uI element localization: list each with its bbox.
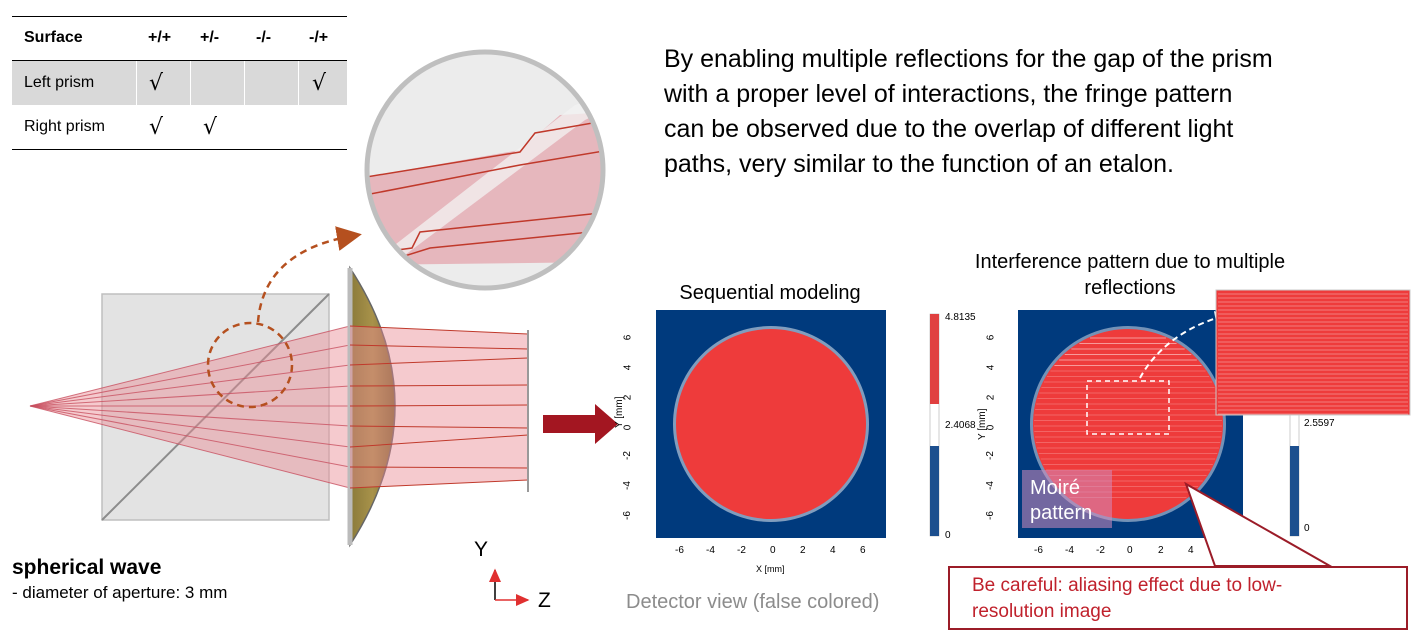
check-mark: √ (149, 70, 164, 96)
x-tick: -6 (1034, 545, 1043, 556)
zoom-magnifier (367, 52, 603, 288)
x-tick: 2 (1158, 545, 1164, 556)
y-tick: -4 (621, 481, 633, 490)
x-tick: 6 (860, 545, 866, 556)
callout-line: resolution image (972, 601, 1112, 622)
callout-line: Be careful: aliasing effect due to low- (972, 575, 1283, 596)
colorbar-mid: 2.5597 (1304, 418, 1335, 429)
x-tick: -2 (737, 545, 746, 556)
detector-caption: Detector view (false colored) (626, 591, 880, 613)
y-tick: -6 (984, 511, 996, 520)
sequential-y-label: Y [mm] (614, 396, 625, 428)
interference-title: Interference pattern due to multiple ref… (940, 249, 1320, 301)
interference-title-line: reflections (1084, 277, 1176, 299)
check-mark: √ (312, 70, 327, 96)
table-row-right-prism: Right prism √ √ (12, 105, 347, 149)
zoom-region-circle (206, 321, 294, 409)
check-mark: √ (149, 114, 164, 140)
description-text: By enabling multiple reflections for the… (664, 42, 1404, 182)
table-separator (136, 61, 137, 105)
sequential-title: Sequential modeling (679, 282, 861, 304)
x-tick: -6 (675, 545, 684, 556)
y-tick: 4 (622, 364, 634, 371)
aliasing-callout: Be careful: aliasing effect due to low- … (948, 566, 1408, 630)
x-tick: -4 (706, 545, 715, 556)
row-label: Right prism (24, 118, 105, 135)
x-tick: -2 (1096, 545, 1105, 556)
table-separator (298, 61, 299, 105)
colorbar-min: 0 (1304, 523, 1310, 534)
interference-y-ticks: 6 4 2 0 -2 -4 -6 (984, 332, 1008, 522)
x-tick: 0 (1127, 545, 1133, 556)
header-pp: +/+ (148, 29, 172, 46)
header-mp: -/+ (309, 29, 329, 46)
detector-arrow (543, 404, 618, 444)
y-tick: 6 (622, 334, 634, 341)
colorbar-mid: 2.4068 (945, 420, 976, 431)
y-tick: -2 (621, 451, 633, 460)
collimated-beam (350, 326, 528, 488)
table-separator (190, 61, 191, 105)
ray-bundle (29, 325, 351, 489)
x-tick: 2 (800, 545, 806, 556)
colorbar-max: 4.8135 (945, 312, 976, 323)
sequential-x-label: X [mm] (756, 564, 785, 574)
zoom-magnifier-rim (364, 49, 606, 291)
axis-y-label: Y (474, 538, 489, 561)
y-tick: 6 (985, 334, 997, 341)
interference-title-line: Interference pattern due to multiple (974, 251, 1286, 273)
moire-label: Moiré pattern (1022, 470, 1112, 528)
table-separator (244, 61, 245, 105)
check-mark: √ (203, 114, 218, 140)
zoom-arrow (256, 226, 362, 323)
sequential-y-ticks: 6 4 2 0 -2 -4 -6 (621, 332, 645, 522)
detector-spot (676, 329, 866, 519)
y-tick: 4 (985, 364, 997, 371)
table-top-rule (12, 16, 347, 17)
table-row-left-prism: Left prism √ √ (12, 61, 347, 105)
sequential-plot (656, 310, 940, 538)
y-tick: -6 (621, 511, 633, 520)
table-bottom-rule (12, 149, 347, 150)
description-line: paths, very similar to the function of a… (664, 150, 1174, 178)
table-header-rule (12, 60, 347, 61)
y-tick: -2 (984, 451, 996, 460)
description-line: can be observed due to the overlap of di… (664, 115, 1234, 143)
description-line: By enabling multiple reflections for the… (664, 45, 1273, 73)
x-tick: -4 (1065, 545, 1074, 556)
y-tick: -4 (984, 481, 996, 490)
prism-diagonal (101, 293, 330, 521)
moire-line: Moiré (1030, 477, 1081, 499)
moire-line: pattern (1030, 502, 1093, 524)
fringe-zoom-box (1086, 380, 1170, 435)
description-line: with a proper level of interactions, the… (664, 80, 1233, 108)
beam-fan (30, 326, 350, 488)
collimated-rays (349, 325, 529, 489)
header-pm: +/- (200, 29, 220, 46)
fringe-zoom-inset (1215, 289, 1411, 416)
header-mm: -/- (256, 29, 272, 46)
colorbar-min: 0 (945, 530, 951, 541)
source-title: spherical wave (12, 556, 162, 579)
row-label: Left prism (24, 74, 95, 91)
x-tick: 4 (830, 545, 836, 556)
y-tick: 2 (985, 394, 997, 401)
header-surface: Surface (24, 29, 83, 46)
fringe-zoom-arrow (1139, 315, 1225, 379)
x-tick: 0 (770, 545, 776, 556)
source-subtitle: - diameter of aperture: 3 mm (12, 583, 228, 602)
lens (349, 265, 396, 548)
axis-z-label: Z (538, 589, 551, 612)
interference-y-label: Y [mm] (977, 408, 988, 440)
surface-table: Surface +/+ +/- -/- -/+ Left prism √ √ R… (12, 16, 347, 151)
x-tick: 4 (1188, 545, 1194, 556)
table-header-row: Surface +/+ +/- -/- -/+ (12, 16, 347, 60)
